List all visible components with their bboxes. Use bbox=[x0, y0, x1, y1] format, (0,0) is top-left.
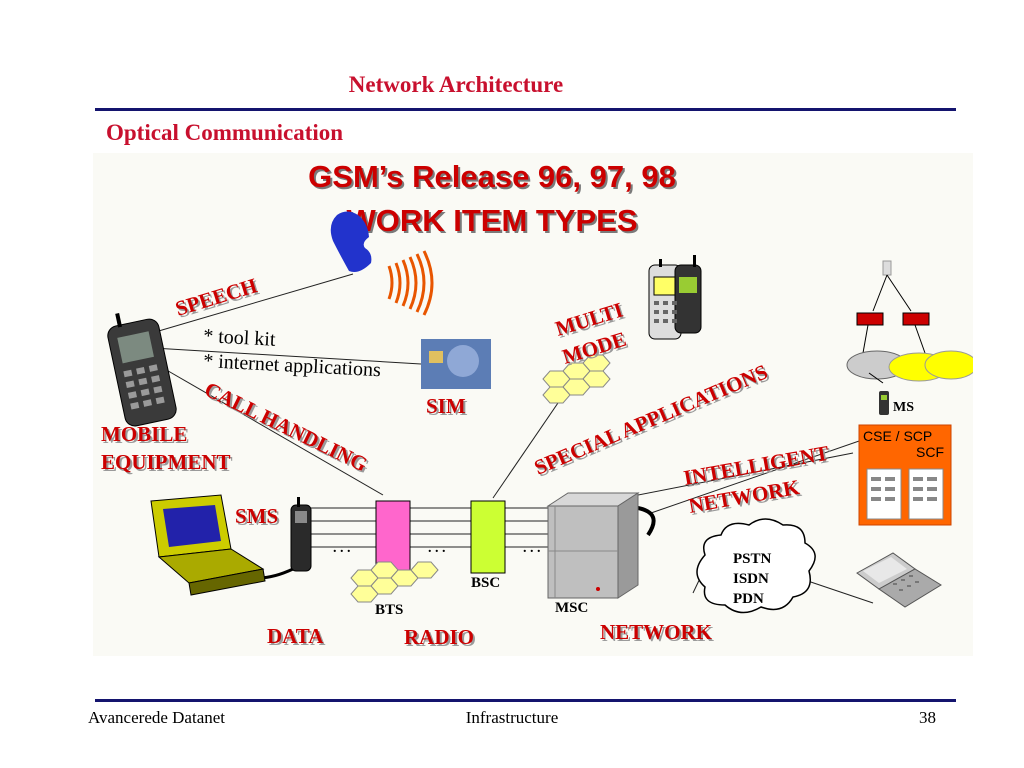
sim-label-shadow: SIM bbox=[428, 396, 468, 420]
cse-scp-box bbox=[858, 424, 952, 526]
data-label-shadow: DATA bbox=[269, 626, 326, 650]
gsm-architecture-diagram: GSM’s Release 96, 97, 98 GSM’s Release 9… bbox=[93, 153, 973, 656]
dots-1: . . . bbox=[333, 541, 351, 556]
network-label-shadow: NETWORK bbox=[602, 622, 715, 646]
isdn-label: ISDN bbox=[733, 571, 769, 587]
heading-line2: WORK ITEM TYPES bbox=[346, 203, 637, 238]
sim-card-icon bbox=[421, 339, 491, 389]
page-number: 38 bbox=[919, 708, 936, 727]
bottom-divider bbox=[95, 699, 956, 702]
honeycomb-cells-lower bbox=[350, 561, 439, 603]
data-label: DATA bbox=[267, 624, 324, 648]
heading-line1: GSM’s Release 96, 97, 98 bbox=[308, 159, 676, 194]
heading-line2-shadow: WORK ITEM TYPES bbox=[348, 205, 639, 240]
pdn-label: PDN bbox=[733, 591, 764, 607]
mobile-label: MOBILE bbox=[101, 422, 187, 446]
terminal-laptop-icon bbox=[150, 494, 266, 596]
sms-phone-icon bbox=[290, 497, 312, 572]
connection-lines bbox=[144, 273, 889, 604]
footer-course: Avancerede Datanet bbox=[88, 708, 226, 727]
pstn-label: PSTN bbox=[733, 551, 772, 567]
honeycomb-cells-upper bbox=[542, 354, 611, 404]
bsc-label: BSC bbox=[471, 575, 500, 591]
msc-label: MSC bbox=[555, 600, 588, 616]
intelligent-network-tree bbox=[846, 260, 973, 415]
multimode-phones-icon bbox=[648, 255, 702, 340]
internet-apps-text: * internet applications bbox=[203, 350, 382, 381]
ms-label: MS bbox=[893, 400, 914, 415]
bts-label: BTS bbox=[375, 602, 403, 618]
radio-label-shadow: RADIO bbox=[406, 627, 476, 651]
cse-scp-label: CSE / SCP bbox=[863, 428, 932, 444]
network-label: NETWORK bbox=[600, 620, 713, 644]
mobile-phone-icon bbox=[107, 312, 177, 427]
laptop-icon bbox=[856, 552, 942, 608]
sms-label-shadow: SMS bbox=[237, 506, 280, 530]
dots-2: . . . bbox=[428, 541, 446, 556]
scf-label: SCF bbox=[916, 444, 944, 460]
pstn-cloud bbox=[696, 518, 816, 614]
heading-line1-shadow: GSM’s Release 96, 97, 98 bbox=[310, 161, 678, 196]
radio-label: RADIO bbox=[404, 625, 474, 649]
sms-label: SMS bbox=[235, 504, 278, 528]
diagram-canvas: GSM’s Release 96, 97, 98 GSM’s Release 9… bbox=[101, 159, 973, 651]
bsc-block bbox=[470, 500, 506, 574]
msc-cable bbox=[637, 506, 656, 537]
equipment-label-shadow: EQUIPMENT bbox=[103, 452, 233, 476]
sim-label: SIM bbox=[426, 394, 466, 418]
footer-topic: Infrastructure bbox=[465, 708, 559, 727]
slide-subtitle: Optical Communication bbox=[106, 120, 344, 145]
speaking-head-icon bbox=[330, 211, 434, 316]
tool-kit-text: * tool kit bbox=[203, 325, 277, 351]
msc-cabinet-icon bbox=[546, 492, 640, 599]
dots-3: . . . bbox=[523, 541, 541, 556]
slide-title: Network Architecture bbox=[348, 72, 564, 97]
top-divider bbox=[95, 108, 956, 111]
bts-block bbox=[375, 500, 411, 574]
mobile-label-shadow: MOBILE bbox=[103, 424, 189, 448]
equipment-label: EQUIPMENT bbox=[101, 450, 231, 474]
